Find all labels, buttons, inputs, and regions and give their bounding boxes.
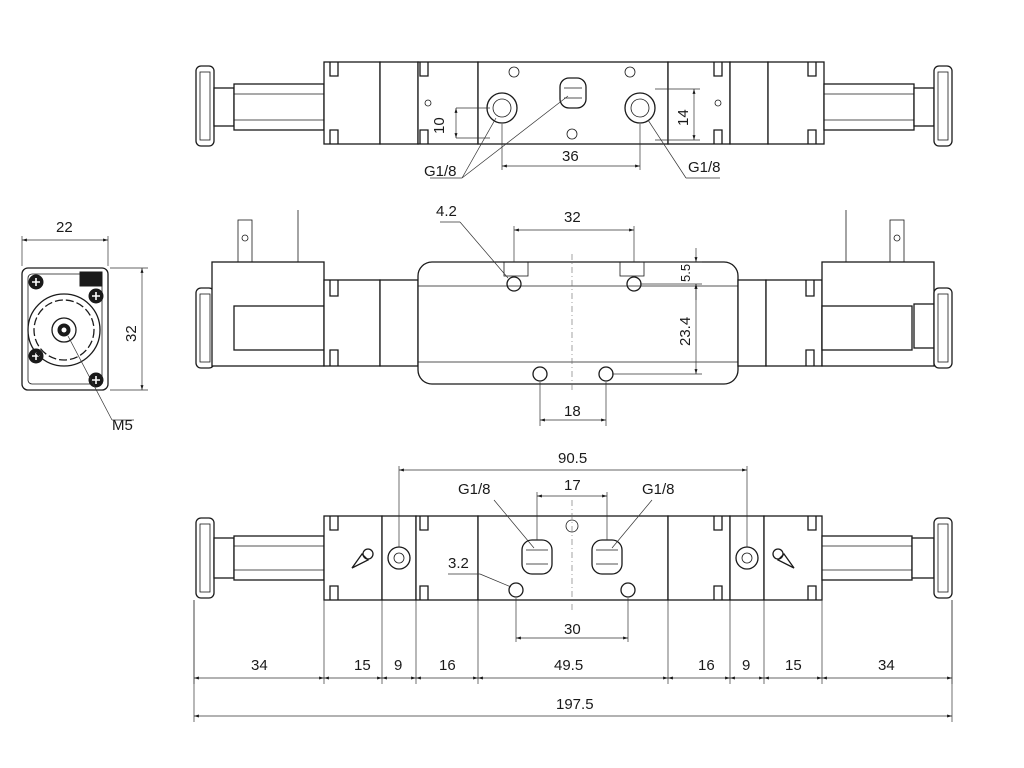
chain-dim-2: 15 [354,657,371,674]
chain-dim-3: 9 [394,657,402,674]
port-right-label: G1/8 [688,159,721,176]
end-view: 22 32 M5 [21,219,148,434]
hole-dia-label-bottom: 3.2 [448,555,469,572]
port-left-label: G1/8 [424,163,457,180]
dim-90-5-label: 90.5 [558,450,587,467]
port-left-label-bottom: G1/8 [458,481,491,498]
hole-dia-label: 4.2 [436,203,457,220]
chain-dim-7: 9 [742,657,750,674]
overall-length-label: 197.5 [556,696,594,713]
dim-10-label: 10 [431,117,448,134]
end-height-label: 32 [123,325,140,342]
chain-dim-8: 15 [785,657,802,674]
dim-5-5-label: 5.5 [678,264,693,282]
bottom-view: 90.5 17 G1/8 G1/8 3.2 30 197.5 34 15 9 1… [193,450,953,722]
dim-36-label: 36 [562,148,579,165]
top-view: 10 14 36 G1/8 G1/8 [195,61,953,180]
dim-17-label: 17 [564,477,581,494]
chain-dim-9: 34 [878,657,895,674]
dim-30-label: 30 [564,621,581,638]
dim-23-4-label: 23.4 [677,317,694,346]
dim-18-label: 18 [564,403,581,420]
dim-32-label: 32 [564,209,581,226]
port-right-label-bottom: G1/8 [642,481,675,498]
chain-dim-5: 49.5 [554,657,583,674]
side-view: 4.2 32 5.5 23.4 18 [195,203,953,426]
chain-dim-6: 16 [698,657,715,674]
chain-dim-4: 16 [439,657,456,674]
dim-14-label: 14 [675,109,692,126]
chain-dim-1: 34 [251,657,268,674]
end-width-label: 22 [56,219,73,236]
thread-label: M5 [112,417,133,434]
